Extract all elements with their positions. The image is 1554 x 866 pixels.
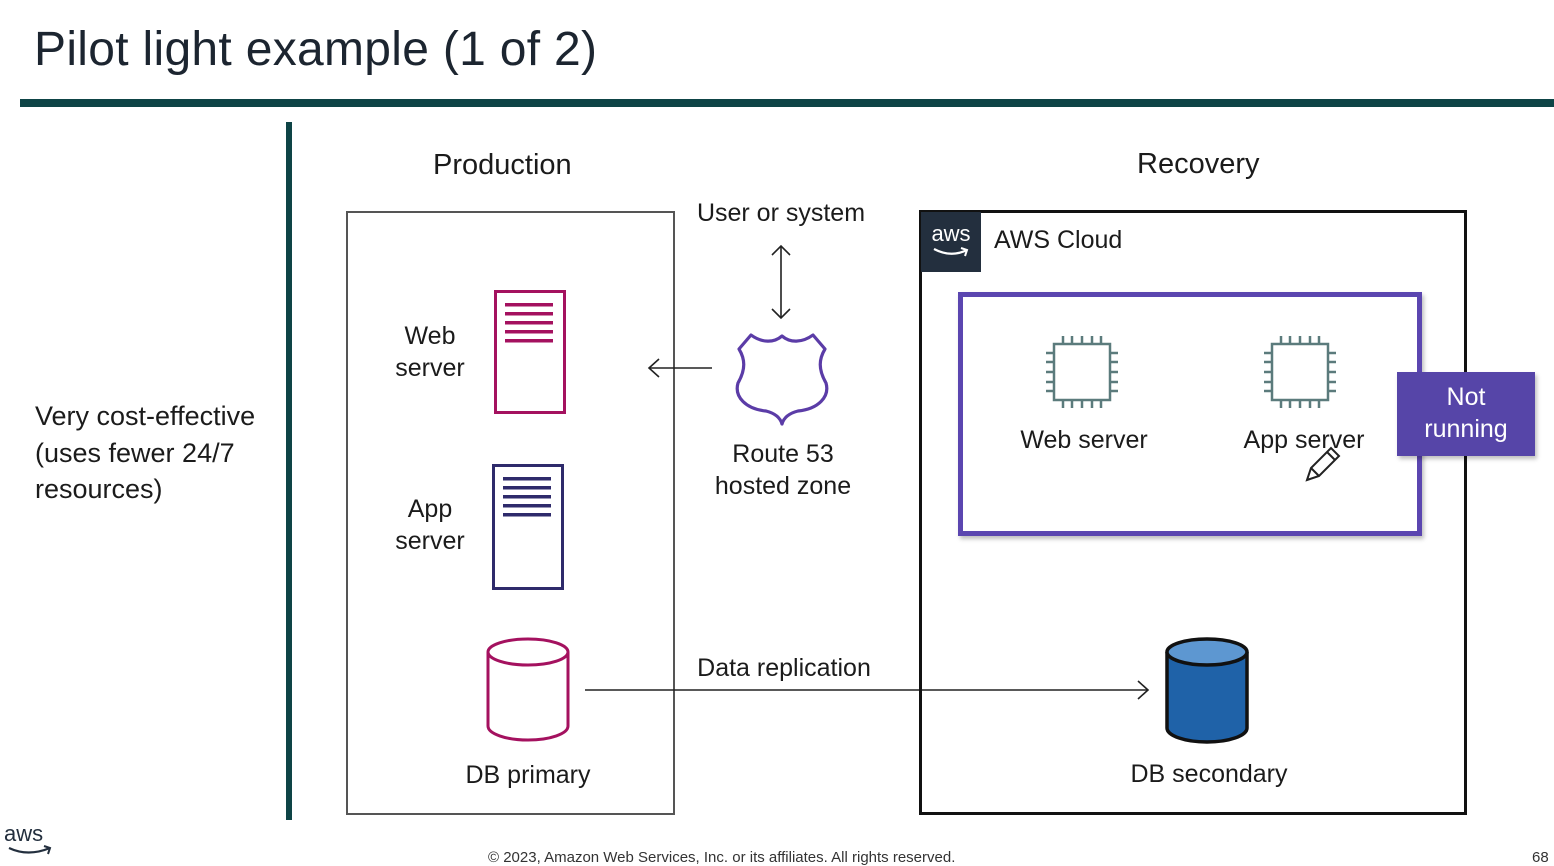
db-secondary-label: DB secondary bbox=[1130, 760, 1288, 788]
status-line2: running bbox=[1424, 415, 1508, 443]
recovery-web-server-label: Web server bbox=[1020, 426, 1148, 454]
replication-arrow bbox=[585, 680, 1150, 700]
route-arrow bbox=[647, 358, 712, 378]
prod-web-label-line1: Web bbox=[404, 322, 456, 350]
prod-app-label-line2: server bbox=[395, 527, 465, 555]
route53-label-line1: Route 53 bbox=[732, 440, 834, 468]
pen-cursor-icon bbox=[1305, 446, 1341, 482]
route53-shield-icon bbox=[735, 333, 829, 426]
aws-cloud-label: AWS Cloud bbox=[994, 226, 1123, 254]
recovery-app-server-label: App server bbox=[1243, 426, 1365, 454]
route53-label: Route 53 hosted zone bbox=[700, 438, 866, 502]
recovery-heading: Recovery bbox=[1137, 148, 1260, 180]
bidirectional-arrow bbox=[771, 244, 791, 320]
chip-icon bbox=[1264, 336, 1336, 408]
prod-web-server-label: Web server bbox=[380, 320, 480, 384]
production-heading: Production bbox=[433, 149, 572, 181]
prod-app-server-label: App server bbox=[380, 493, 480, 557]
server-icon bbox=[494, 290, 566, 414]
prod-web-label-line2: server bbox=[395, 354, 465, 382]
production-box bbox=[346, 211, 675, 815]
smile-icon bbox=[933, 247, 969, 257]
route53-label-line2: hosted zone bbox=[714, 472, 852, 500]
page-number: 68 bbox=[1532, 849, 1549, 866]
aws-cloud-box bbox=[919, 210, 1467, 815]
chip-icon bbox=[1046, 336, 1118, 408]
aws-logo: aws bbox=[4, 822, 56, 860]
copyright-footer: © 2023, Amazon Web Services, Inc. or its… bbox=[488, 849, 956, 866]
side-note: Very cost-effective (uses fewer 24/7 res… bbox=[35, 401, 256, 504]
title-divider bbox=[20, 99, 1554, 107]
prod-app-label-line1: App bbox=[407, 495, 453, 523]
pilot-light-group bbox=[958, 292, 1422, 536]
aws-cloud-badge: aws bbox=[921, 212, 981, 272]
slide-title: Pilot light example (1 of 2) bbox=[34, 23, 598, 76]
server-icon bbox=[492, 464, 564, 590]
smile-icon bbox=[8, 845, 52, 855]
db-primary-label: DB primary bbox=[465, 761, 591, 789]
database-icon bbox=[1165, 637, 1249, 744]
vertical-divider bbox=[286, 122, 292, 820]
not-running-badge: Not running bbox=[1397, 372, 1535, 456]
status-line1: Not bbox=[1446, 383, 1486, 411]
data-replication-label: Data replication bbox=[697, 654, 871, 682]
aws-logo-text: aws bbox=[4, 821, 44, 846]
aws-badge-text: aws bbox=[931, 221, 971, 246]
database-icon bbox=[486, 637, 570, 742]
user-system-label: User or system bbox=[696, 199, 866, 227]
